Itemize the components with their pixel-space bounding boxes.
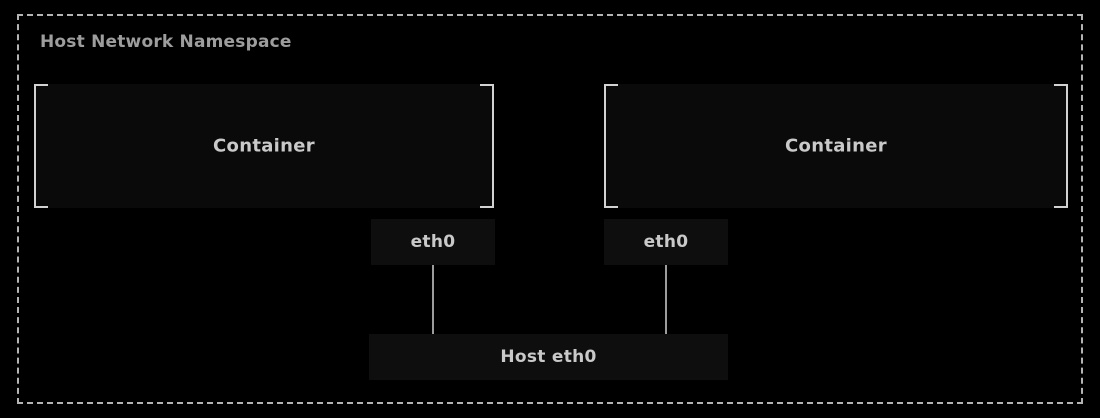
connector-line-right (665, 265, 667, 334)
bracket-corner-top-right-left-container (480, 84, 494, 86)
bracket-left-rail-right-container (604, 84, 606, 208)
bracket-corner-bottom-left-right-container (604, 206, 618, 208)
connector-line-left (432, 265, 434, 334)
bracket-right-rail-right-container (1066, 84, 1068, 208)
bracket-corner-top-left-right-container (604, 84, 618, 86)
host-network-namespace-boundary (17, 14, 1083, 404)
container-box-right: Container (604, 84, 1068, 208)
interface-label-eth0-right: eth0 (643, 232, 689, 252)
bracket-corner-top-right-right-container (1054, 84, 1068, 86)
host-network-namespace-title: Host Network Namespace (40, 32, 292, 52)
container-label-right: Container (785, 135, 887, 157)
interface-label-host-eth0: Host eth0 (500, 347, 597, 367)
bracket-corner-bottom-right-right-container (1054, 206, 1068, 208)
container-label-left: Container (213, 135, 315, 157)
interface-label-eth0-left: eth0 (410, 232, 456, 252)
container-box-left: Container (34, 84, 494, 208)
interface-box-eth0-right: eth0 (604, 219, 728, 265)
bracket-corner-bottom-left-left-container (34, 206, 48, 208)
bracket-left-rail-left-container (34, 84, 36, 208)
bracket-corner-top-left-left-container (34, 84, 48, 86)
interface-box-eth0-left: eth0 (371, 219, 495, 265)
bracket-right-rail-left-container (492, 84, 494, 208)
interface-box-host-eth0: Host eth0 (369, 334, 728, 380)
bracket-corner-bottom-right-left-container (480, 206, 494, 208)
